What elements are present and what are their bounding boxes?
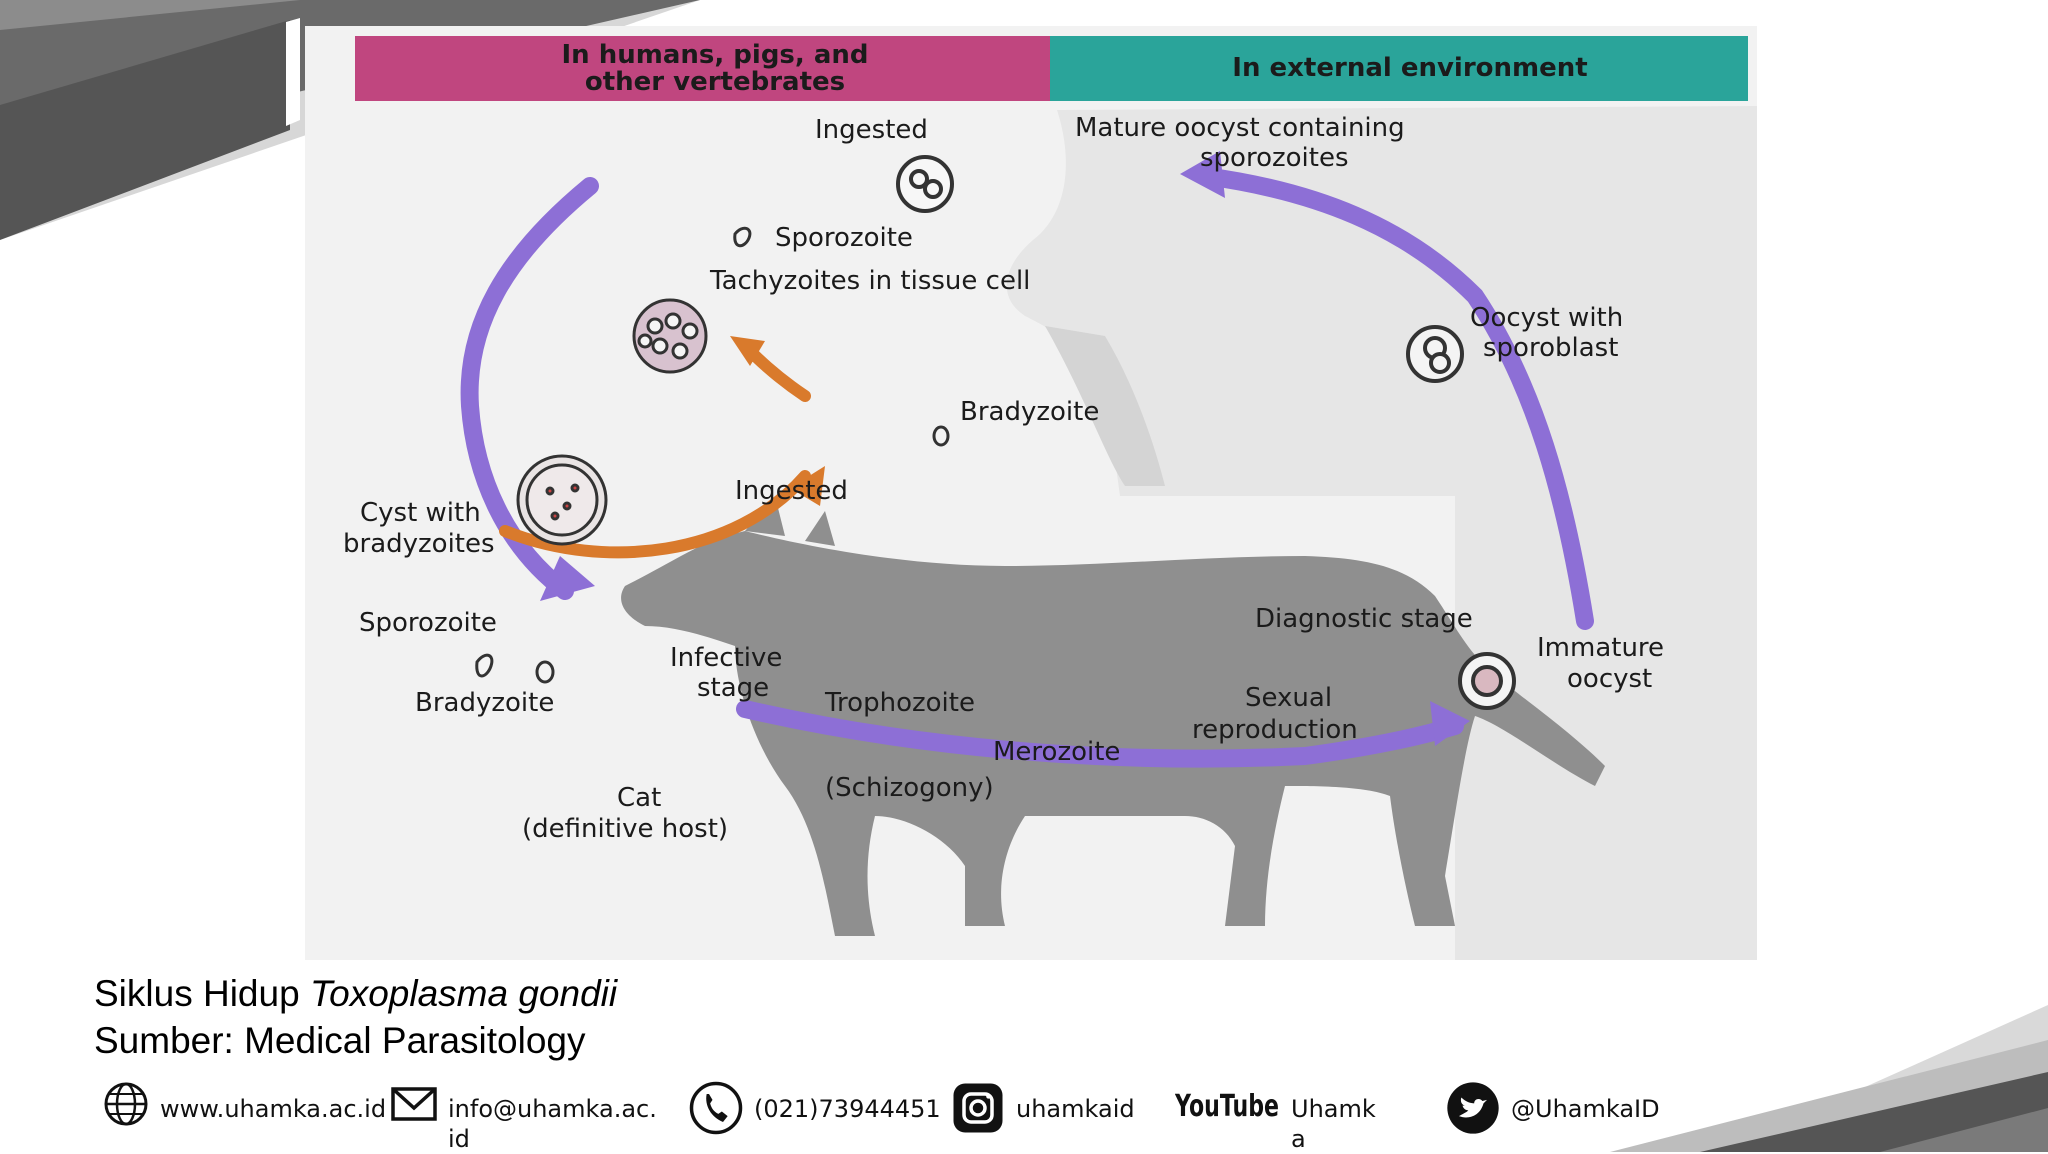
stage-immature-oocyst bbox=[1458, 652, 1516, 710]
label-ingested-top: Ingested bbox=[815, 115, 928, 145]
cat-silhouette bbox=[621, 496, 1605, 936]
cycle-arrow-right bbox=[1196, 167, 1594, 630]
youtube-icon: YouTube bbox=[1175, 1089, 1279, 1124]
stage-cyst-bradyzoites bbox=[516, 454, 608, 546]
svg-text:YouTube: YouTube bbox=[1175, 1089, 1279, 1124]
label-sporozoite-legend: Sporozoite bbox=[359, 608, 497, 638]
stage-mature-oocyst bbox=[896, 155, 954, 213]
label-trophozoite: Trophozoite bbox=[824, 688, 975, 718]
label-infective-stage-1: Infective bbox=[670, 643, 782, 673]
stage-bradyzoite-icon bbox=[535, 425, 950, 684]
footer-contact-bar: www.uhamka.ac.id info@uhamka.ac.id (021)… bbox=[0, 1080, 2048, 1154]
label-diagnostic-stage: Diagnostic stage bbox=[1255, 604, 1473, 634]
footer-email[interactable]: info@uhamka.ac.id bbox=[390, 1080, 658, 1154]
arrowhead-left bbox=[540, 556, 595, 601]
caption-source: Sumber: Medical Parasitology bbox=[94, 1020, 586, 1061]
label-bradyzoite-legend: Bradyzoite bbox=[415, 688, 554, 718]
footer-twitter[interactable]: @UhamkaID bbox=[1445, 1080, 1660, 1136]
label-sporozoite-top: Sporozoite bbox=[775, 223, 913, 253]
footer-instagram-text[interactable]: uhamkaid bbox=[1016, 1095, 1135, 1123]
footer-email-text[interactable]: info@uhamka.ac.id bbox=[448, 1095, 657, 1153]
header-humans-bar bbox=[355, 36, 1100, 101]
header-environment: In external environment bbox=[1232, 53, 1587, 83]
label-ingested-mid: Ingested bbox=[735, 476, 848, 506]
cycle-arrow-bottom bbox=[736, 700, 1464, 768]
footer-phone-text[interactable]: (021)73944451 bbox=[754, 1095, 941, 1123]
label-oocyst-sporoblast-2: sporoblast bbox=[1483, 333, 1618, 363]
bradyzoite-arrowhead bbox=[730, 336, 765, 366]
twitter-icon bbox=[1447, 1082, 1499, 1134]
footer-website-text[interactable]: www.uhamka.ac.id bbox=[160, 1095, 387, 1123]
label-mature-oocyst-1: Mature oocyst containing bbox=[1075, 113, 1405, 143]
label-cat-host-1: Cat bbox=[617, 783, 661, 813]
stage-oocyst-sporoblast bbox=[1406, 325, 1464, 383]
stage-sporozoite-icon bbox=[475, 226, 752, 678]
footer-phone[interactable]: (021)73944451 bbox=[688, 1080, 941, 1136]
label-immature-oocyst-1: Immature bbox=[1537, 633, 1664, 663]
label-tachyzoites: Tachyzoites in tissue cell bbox=[709, 266, 1030, 296]
label-oocyst-sporoblast-1: Oocyst with bbox=[1470, 303, 1623, 333]
arrowhead-bottom bbox=[1430, 701, 1470, 746]
lifecycle-diagram: In humans, pigs, and other vertebrates I… bbox=[305, 26, 1757, 960]
header-humans-line1: In humans, pigs, and bbox=[561, 40, 868, 70]
label-immature-oocyst-2: oocyst bbox=[1567, 664, 1652, 694]
label-sexual-reproduction-1: Sexual bbox=[1245, 683, 1332, 713]
header-environment-bar bbox=[1050, 36, 1748, 101]
figure-caption: Siklus Hidup Toxoplasma gondii Sumber: M… bbox=[94, 970, 617, 1064]
label-bradyzoite-mid: Bradyzoite bbox=[960, 397, 1099, 427]
phone-icon bbox=[689, 1081, 743, 1135]
footer-instagram[interactable]: uhamkaid bbox=[950, 1080, 1135, 1136]
ingest-arrowhead bbox=[790, 466, 825, 506]
footer-website[interactable]: www.uhamka.ac.id bbox=[102, 1080, 386, 1128]
caption-title: Siklus Hidup Toxoplasma gondii bbox=[94, 973, 618, 1014]
label-cyst-bradyzoites-1: Cyst with bbox=[360, 498, 481, 528]
footer-youtube[interactable]: YouTube Uhamka bbox=[1175, 1080, 1381, 1154]
mail-icon bbox=[391, 1087, 437, 1121]
label-cat-host-2: (definitive host) bbox=[522, 814, 728, 844]
label-mature-oocyst-2: sporozoites bbox=[1200, 143, 1349, 173]
footer-twitter-text[interactable]: @UhamkaID bbox=[1511, 1095, 1660, 1123]
label-schizogony: (Schizogony) bbox=[825, 773, 994, 803]
label-infective-stage-2: stage bbox=[697, 673, 769, 703]
ingest-arrow bbox=[499, 470, 811, 559]
label-cyst-bradyzoites-2: bradyzoites bbox=[343, 529, 495, 559]
stage-tachyzoites bbox=[632, 298, 708, 374]
header-humans-line2: other vertebrates bbox=[585, 67, 845, 97]
globe-icon bbox=[104, 1082, 148, 1126]
footer-youtube-text[interactable]: Uhamka bbox=[1291, 1095, 1376, 1153]
instagram-icon bbox=[953, 1083, 1003, 1133]
label-merozoite: Merozoite bbox=[993, 737, 1120, 767]
slide-corner-decoration-bottom bbox=[1610, 1005, 2048, 1152]
arrowhead-right bbox=[1180, 151, 1225, 198]
label-sexual-reproduction-2: reproduction bbox=[1192, 715, 1358, 745]
